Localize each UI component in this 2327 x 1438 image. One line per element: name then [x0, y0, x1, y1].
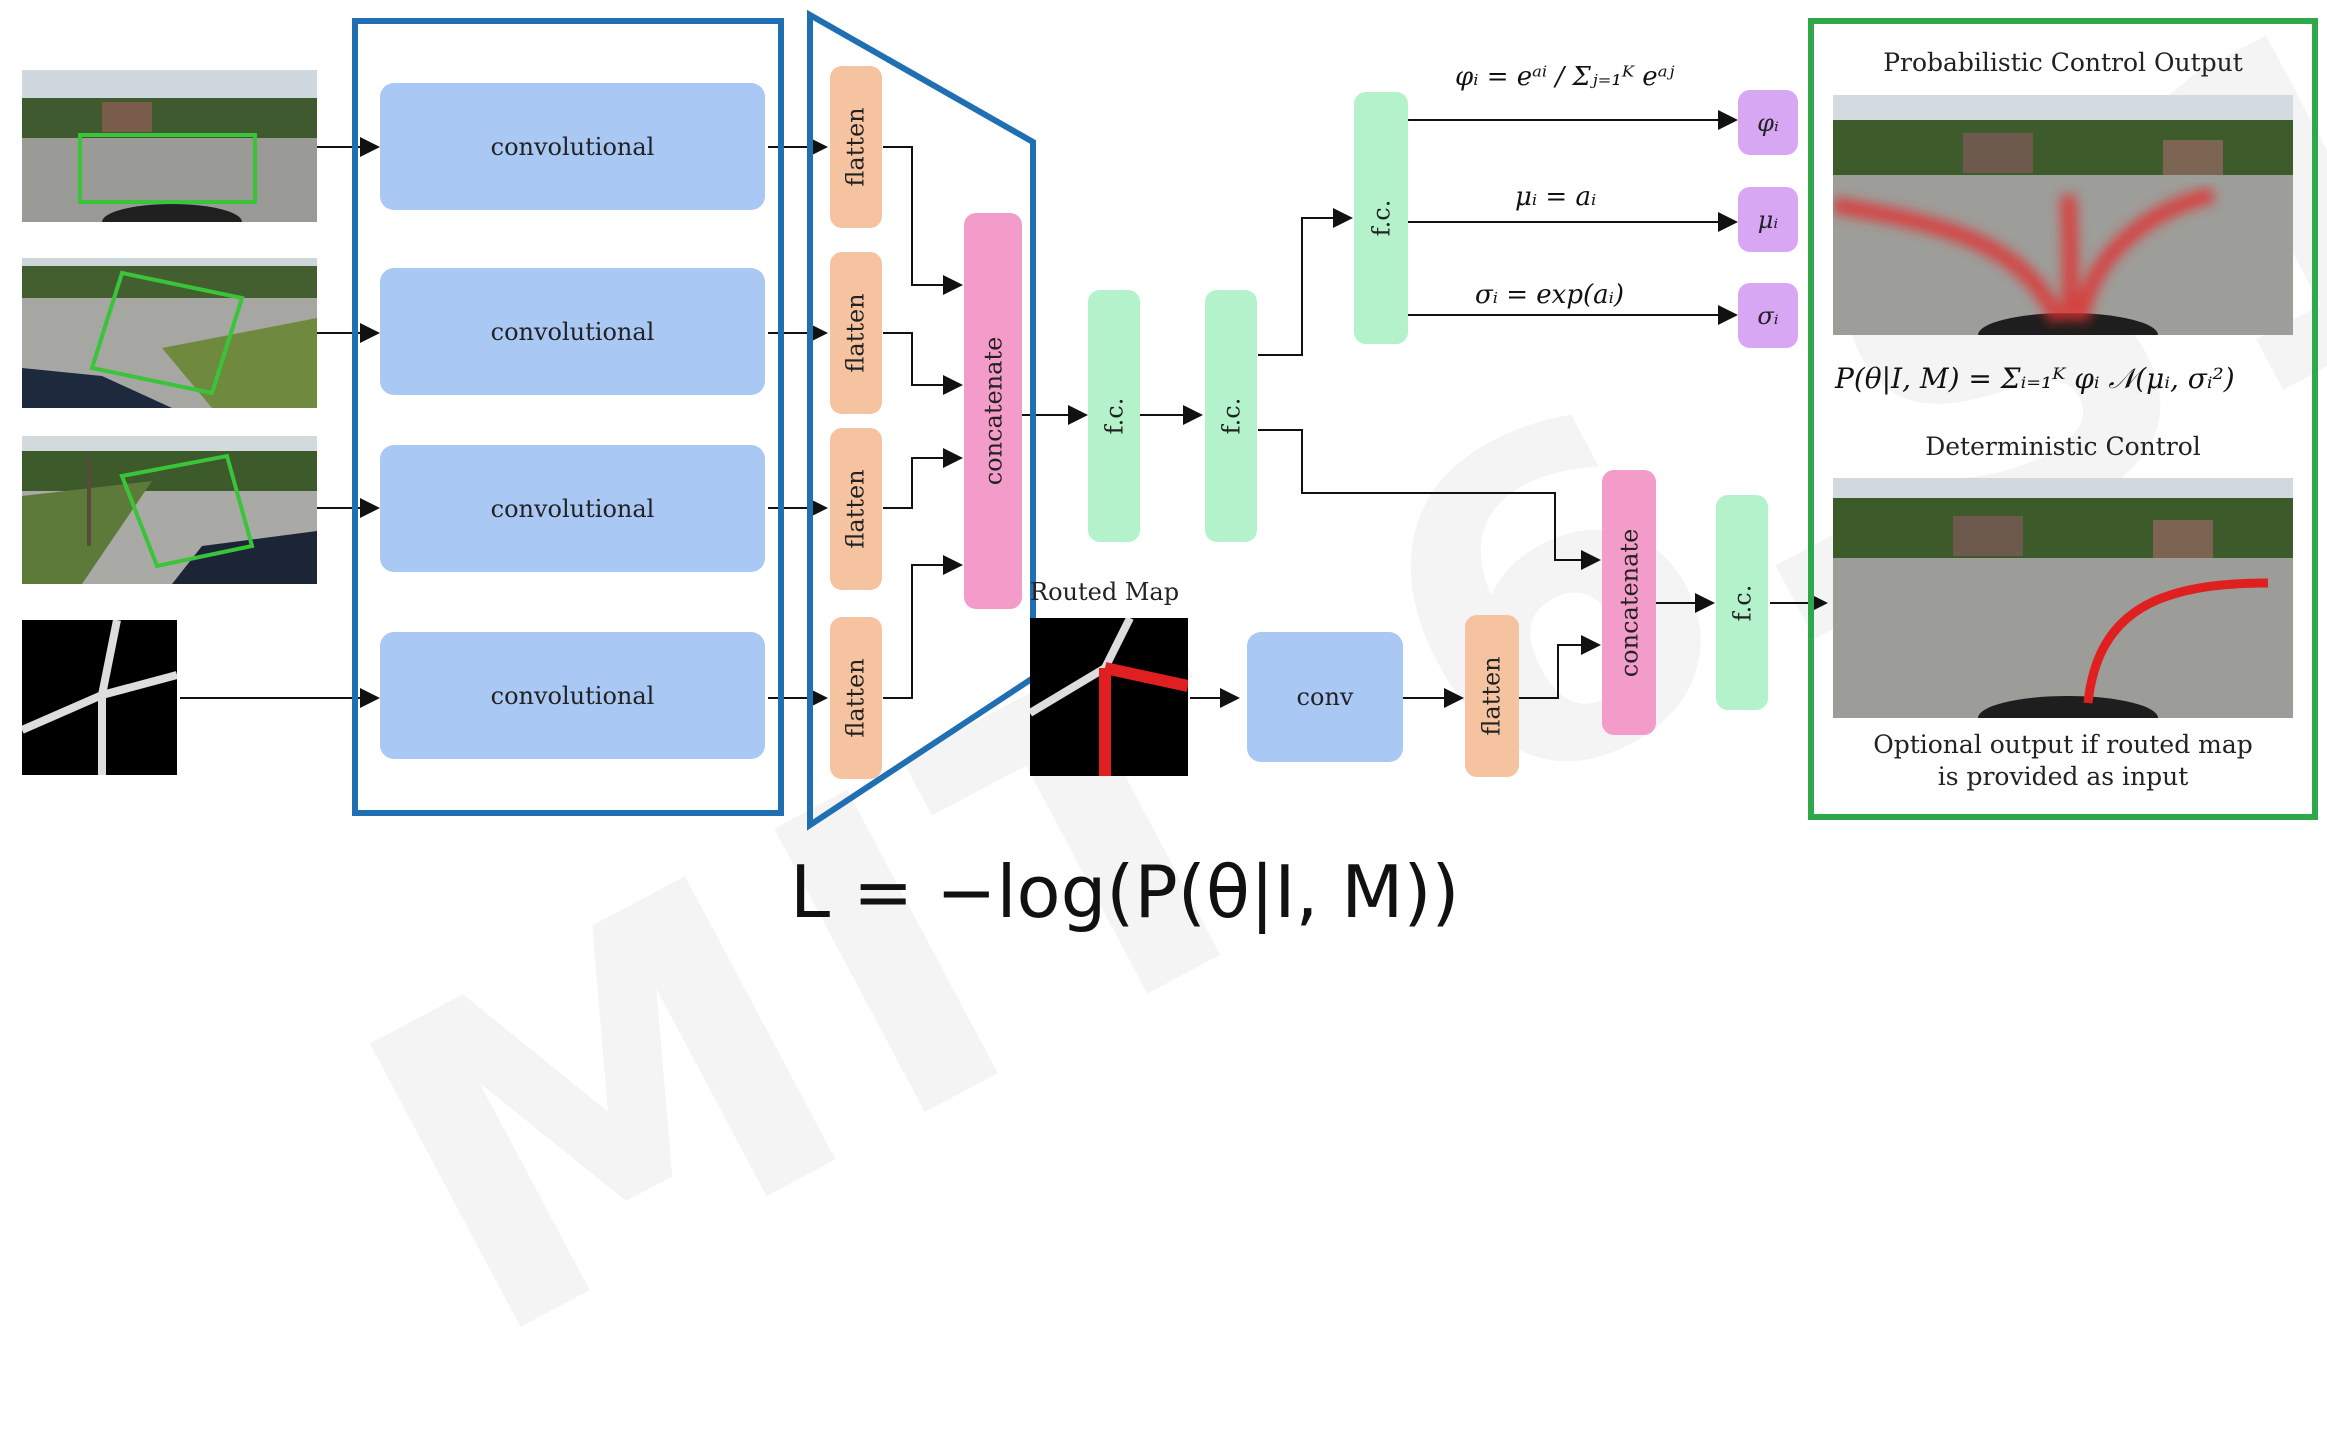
camera-image-front [22, 70, 317, 222]
flatten-label-4: flatten [842, 658, 871, 738]
flatten-block-4: flatten [830, 617, 882, 779]
flatten-label-2: flatten [842, 293, 871, 373]
connection-arrows [180, 110, 1828, 708]
routed-map-concatenate-label: concatenate [1615, 528, 1643, 677]
mu-output-node: μᵢ [1738, 187, 1798, 252]
fc-block-3: f.c. [1354, 92, 1408, 344]
mixture-equation: P(θ|I, M) = Σᵢ₌₁ᴷ φᵢ 𝒩(μᵢ, σᵢ²) [1835, 362, 2235, 395]
flatten-block-3: flatten [830, 428, 882, 590]
convolutional-block-3: convolutional [380, 445, 765, 572]
concatenate-block: concatenate [964, 213, 1022, 609]
fc-label-1: f.c. [1099, 397, 1128, 435]
phi-output-node: φᵢ [1738, 90, 1798, 155]
probabilistic-control-title: Probabilistic Control Output [1883, 48, 2243, 77]
fc-block-2: f.c. [1205, 290, 1257, 542]
sigma-output-node: σᵢ [1738, 283, 1798, 348]
encoder-conv-group [352, 18, 784, 816]
loss-equation: L = −log(P(θ|I, M)) [790, 850, 1460, 934]
fc-label-4: f.c. [1727, 584, 1756, 621]
phi-equation: φᵢ = eᵃⁱ / Σⱼ₌₁ᴷ eᵃʲ [1455, 62, 1675, 92]
optional-output-note-line-2: is provided as input [1937, 762, 2189, 791]
fc-block-1: f.c. [1088, 290, 1140, 542]
camera-image-right [22, 436, 317, 584]
camera-image-left [22, 258, 317, 408]
fc-label-2: f.c. [1216, 397, 1245, 435]
flatten-label-1: flatten [842, 107, 871, 187]
fc-label-3: f.c. [1366, 199, 1395, 237]
road-map-input [22, 620, 177, 775]
control-output-panel [1808, 18, 2318, 820]
convolutional-block-1: convolutional [380, 83, 765, 210]
flatten-block-2: flatten [830, 252, 882, 414]
routed-map-conv-block: conv [1247, 632, 1403, 762]
optional-output-note-line-1: Optional output if routed map [1873, 730, 2253, 759]
deterministic-control-image [1833, 478, 2293, 718]
probabilistic-control-image [1833, 95, 2293, 335]
convolutional-block-2: convolutional [380, 268, 765, 395]
flatten-block-1: flatten [830, 66, 882, 228]
concatenate-label: concatenate [979, 336, 1007, 486]
routed-map-title: Routed Map [1030, 578, 1180, 606]
flatten-label-3: flatten [842, 469, 871, 549]
routed-map-flatten-block: flatten [1465, 615, 1519, 777]
fc-block-4: f.c. [1716, 495, 1768, 710]
routed-map-image [1030, 618, 1188, 776]
convolutional-block-4: convolutional [380, 632, 765, 759]
routed-map-concatenate-block: concatenate [1602, 470, 1656, 735]
mu-equation: μᵢ = aᵢ [1515, 182, 1597, 212]
sigma-equation: σᵢ = exp(aᵢ) [1475, 280, 1625, 310]
deterministic-control-title: Deterministic Control [1925, 432, 2201, 461]
routed-map-flatten-label: flatten [1478, 656, 1507, 736]
